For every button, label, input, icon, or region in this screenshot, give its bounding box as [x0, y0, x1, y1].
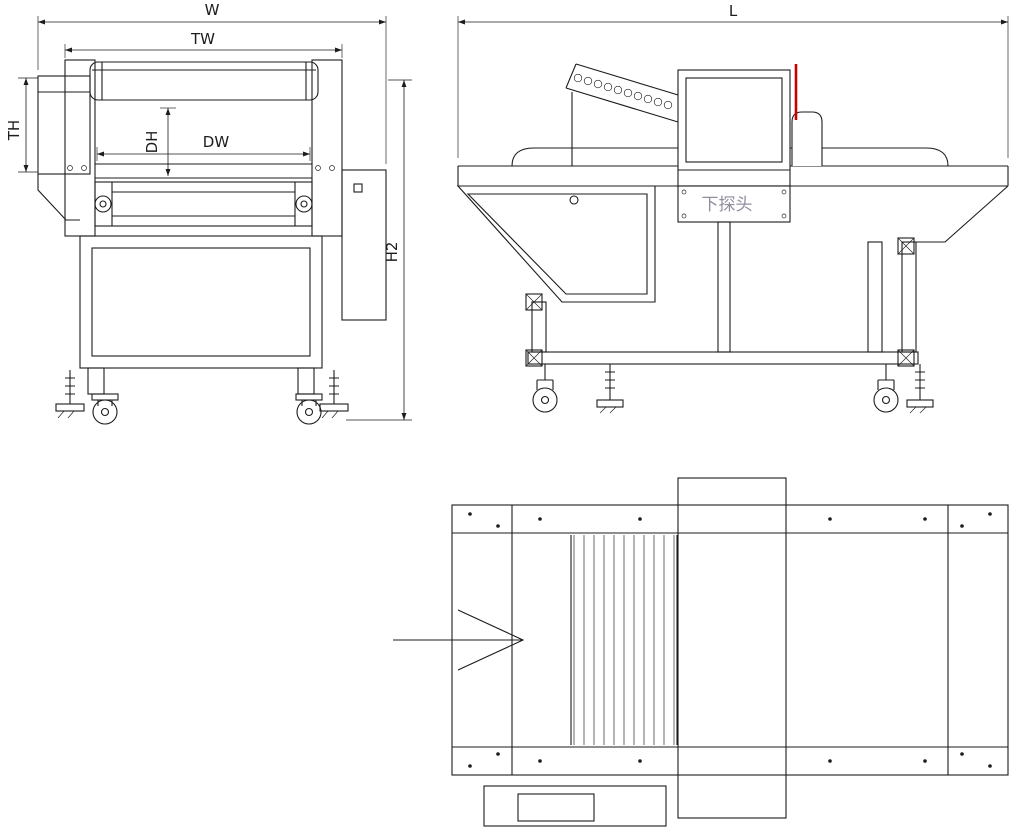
- dim-label-h2: H2: [383, 242, 401, 263]
- side-reject-arm: [565, 63, 689, 166]
- lower-probe-label: 下探头: [702, 195, 753, 215]
- side-legs-casters: [532, 364, 934, 414]
- side-lower-probe: 下探头: [677, 185, 791, 223]
- flow-direction-arrow: [393, 609, 525, 671]
- leveling-foot: [596, 364, 624, 414]
- dimension-h2: H2: [346, 79, 412, 421]
- front-belt-roller: [94, 181, 313, 227]
- dimension-th: TH: [5, 77, 38, 173]
- top-detector-outline: [677, 477, 787, 819]
- front-detector-head: [64, 59, 343, 237]
- side-head-tower: [791, 111, 823, 166]
- cross-brace-joint: [897, 237, 915, 255]
- dimension-l: L: [457, 2, 1009, 158]
- top-control-box: [483, 785, 667, 827]
- front-infeed-box: [37, 75, 91, 221]
- front-cabinet: [79, 235, 323, 369]
- dimension-tw: TW: [64, 30, 343, 58]
- side-left-panel: [456, 185, 656, 303]
- dim-label-l: L: [729, 2, 738, 20]
- leveling-foot: [319, 370, 349, 419]
- dim-label-dh: DH: [143, 131, 161, 154]
- front-control-panel: [341, 169, 387, 321]
- caster-wheel: [873, 364, 899, 413]
- side-detector-head: [677, 64, 823, 187]
- side-view: L: [456, 2, 1009, 414]
- dimension-w: W: [37, 1, 387, 164]
- side-frame: [525, 185, 1009, 367]
- dim-label-tw: TW: [190, 30, 215, 48]
- dimension-dw: DW: [96, 133, 311, 161]
- dim-label-dw: DW: [203, 133, 230, 151]
- leveling-foot: [55, 370, 85, 419]
- top-view: [393, 477, 1009, 827]
- cross-brace-joint: [525, 293, 543, 311]
- dimension-dh: DH: [143, 107, 176, 176]
- top-belt-grating: [570, 535, 678, 745]
- dim-label-th: TH: [5, 120, 23, 141]
- cross-brace-joint: [525, 349, 543, 367]
- caster-wheel: [296, 399, 322, 425]
- dim-label-w: W: [205, 1, 220, 19]
- front-view: W TW TH DH DW H2: [5, 1, 412, 425]
- caster-wheel: [532, 364, 558, 413]
- caster-wheel: [92, 399, 118, 425]
- cross-brace-joint: [897, 349, 915, 367]
- top-conveyor-frame: [451, 504, 1009, 776]
- front-legs-casters: [55, 367, 349, 425]
- leveling-foot: [906, 364, 934, 414]
